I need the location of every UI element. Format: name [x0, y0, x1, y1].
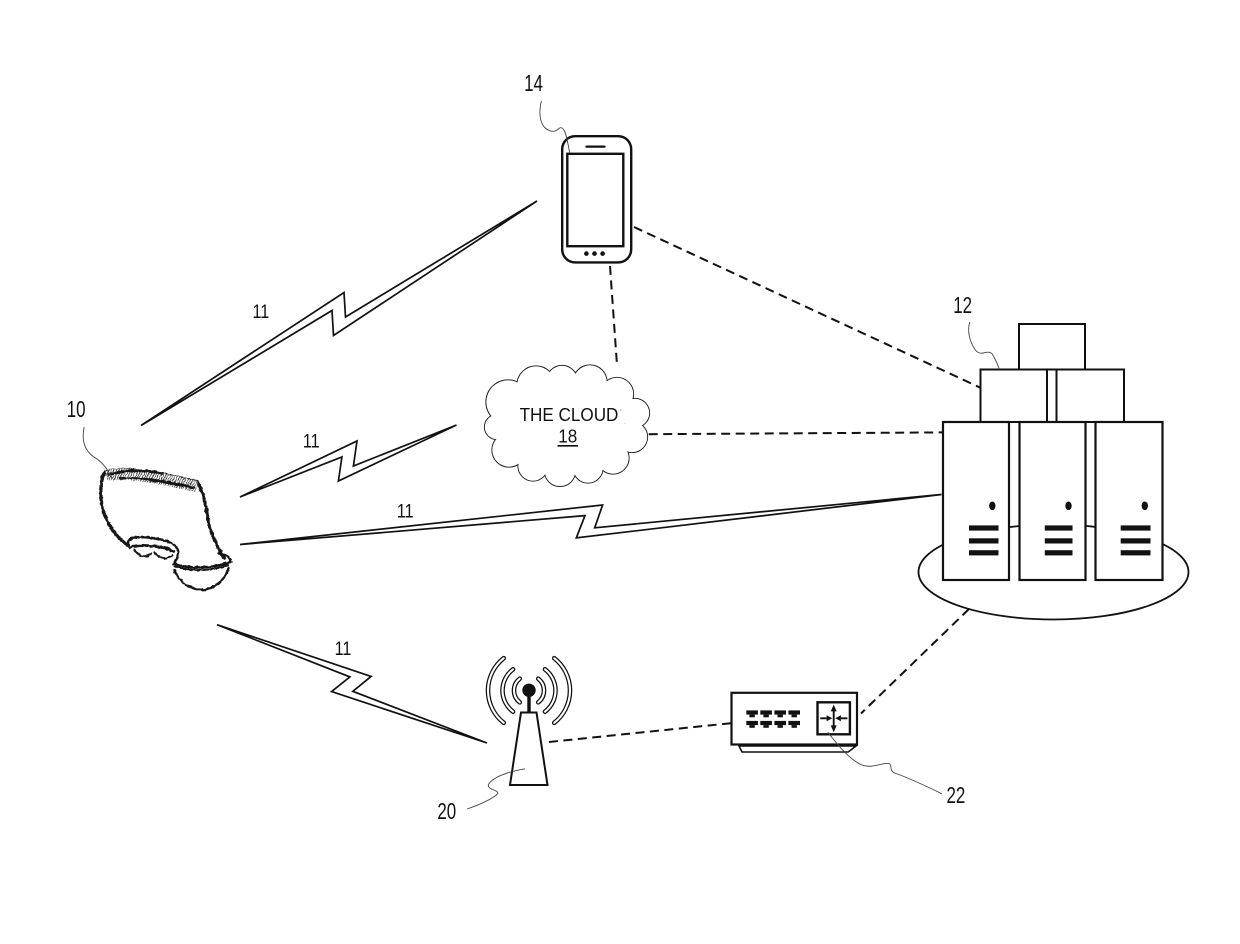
svg-text:20: 20	[437, 798, 456, 824]
svg-text:THE CLOUD: THE CLOUD	[520, 404, 619, 425]
svg-text:12: 12	[953, 292, 972, 318]
svg-text:14: 14	[524, 71, 543, 97]
svg-text:22: 22	[946, 782, 965, 808]
svg-text:10: 10	[67, 397, 86, 423]
svg-text:11: 11	[303, 430, 320, 452]
svg-text:18: 18	[558, 426, 577, 447]
svg-text:11: 11	[397, 500, 414, 522]
svg-text:11: 11	[335, 638, 352, 660]
svg-text:11: 11	[253, 301, 270, 323]
